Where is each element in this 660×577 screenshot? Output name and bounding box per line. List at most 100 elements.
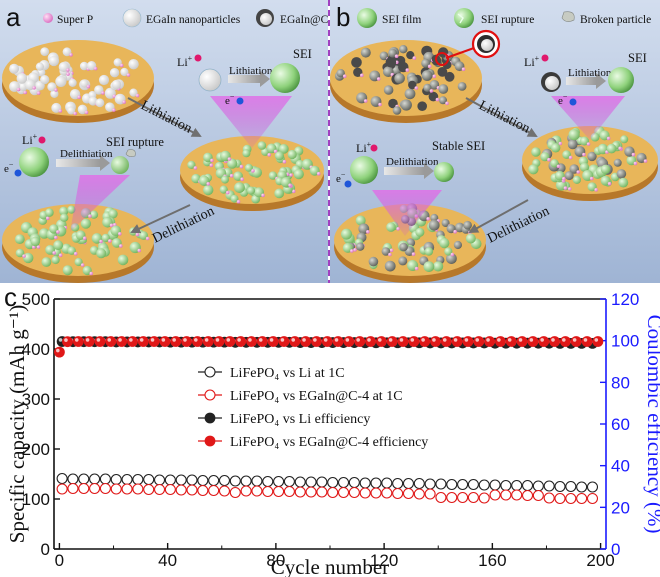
data-point [570, 336, 582, 347]
lithiation-arrow-a [127, 97, 202, 137]
super-p-particle [631, 152, 636, 157]
super-p-particle [291, 189, 296, 194]
data-point [181, 336, 192, 347]
super-p-particle [589, 176, 594, 181]
sei-rupture-icon [454, 8, 474, 28]
data-point-highlight [129, 338, 133, 342]
particle [336, 69, 345, 78]
y-tick-label: 100 [22, 490, 50, 509]
electron-label: e− [336, 170, 346, 185]
data-point [457, 478, 469, 491]
li-ion-icon [38, 136, 46, 144]
data-point [316, 486, 328, 498]
particle [23, 252, 34, 264]
data-point [153, 474, 166, 486]
data-point [538, 336, 550, 347]
super-p-particle [137, 248, 141, 253]
y2-tick-label: 60 [611, 415, 630, 434]
particle [98, 74, 110, 86]
data-point [365, 336, 376, 347]
particle [109, 68, 120, 78]
data-point [402, 477, 415, 490]
super-p-particle [240, 177, 244, 181]
super-p-particle [342, 74, 347, 78]
data-point [164, 474, 176, 486]
li-ion-label: Li+ [177, 54, 193, 69]
super-p-particle [66, 72, 70, 76]
super-p-particle [568, 155, 573, 160]
particle [438, 84, 449, 94]
particle [398, 256, 408, 266]
electron-icon [14, 169, 22, 177]
particle [113, 58, 122, 67]
process-arrow-icon [228, 75, 260, 83]
particle [399, 45, 408, 54]
particle [244, 163, 253, 172]
data-point-highlight [562, 338, 566, 342]
x-tick-label: 200 [586, 551, 614, 570]
particle [381, 247, 391, 256]
legend-b-item-sei-film: SEI film [382, 14, 421, 26]
data-point [413, 488, 425, 500]
super-p-particle [239, 164, 244, 169]
particle [14, 234, 25, 245]
y2-axis-title: Coulombic efficiency (%) [643, 315, 660, 534]
data-point [505, 336, 517, 347]
super-p-particle [405, 68, 410, 72]
super-p-particle [251, 169, 255, 173]
process-arrow-head-icon [424, 163, 434, 179]
process-inset-b-delithiation: Li+ e− Delithiation Stable SEI [336, 139, 485, 188]
data-point [240, 475, 252, 487]
data-point [235, 336, 247, 347]
particle [35, 62, 45, 71]
data-point [153, 483, 166, 496]
super-p-particle [80, 263, 85, 267]
super-p-particle [461, 67, 466, 71]
legend-a-item-egain: EGaIn nanoparticles [146, 14, 241, 26]
particle [463, 220, 472, 230]
data-point [175, 484, 187, 496]
particle [453, 240, 462, 250]
super-p-particle [643, 159, 648, 163]
data-point [208, 484, 220, 497]
particle [9, 63, 20, 74]
data-point [148, 336, 160, 347]
data-point-highlight [421, 338, 425, 342]
sei-coated-particle-icon [19, 147, 49, 177]
data-point [218, 485, 231, 497]
x-tick-label: 40 [158, 551, 177, 570]
data-point [67, 482, 79, 495]
particle [417, 101, 428, 111]
super-p-particle [23, 90, 28, 95]
y-tick-label: 400 [22, 340, 50, 359]
data-point [159, 336, 171, 347]
data-point [137, 336, 149, 347]
particle [341, 228, 352, 240]
data-point [251, 475, 263, 487]
particle [379, 51, 389, 61]
data-point [229, 475, 241, 487]
data-point-highlight [367, 338, 371, 342]
particle [67, 205, 76, 214]
particle [421, 58, 431, 68]
data-point [337, 476, 350, 489]
particle [600, 164, 611, 174]
data-point-highlight [475, 338, 480, 342]
data-point-highlight [64, 338, 68, 342]
data-point [467, 478, 479, 491]
particle [48, 55, 60, 67]
y2-tick-label: 80 [611, 373, 630, 392]
data-point [327, 486, 339, 499]
particle [388, 48, 397, 58]
super-p-particle [119, 63, 124, 68]
data-point [348, 486, 360, 499]
particle [406, 51, 415, 60]
data-point [89, 482, 101, 495]
particle [385, 56, 397, 68]
particle [408, 80, 417, 90]
particle [550, 159, 559, 168]
particle [227, 158, 238, 169]
data-point-highlight [161, 338, 166, 342]
particle [87, 61, 97, 71]
